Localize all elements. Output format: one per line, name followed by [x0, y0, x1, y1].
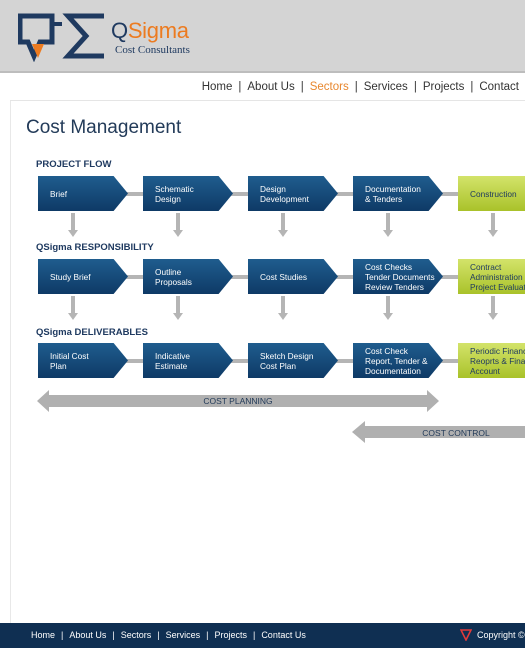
site-footer: Home| About Us| Sectors| Services| Proje…: [0, 623, 525, 648]
page-title: Cost Management: [26, 117, 182, 138]
flow-connector: [332, 275, 359, 279]
down-arrow-icon: [488, 213, 498, 237]
nav-projects[interactable]: Projects: [422, 81, 465, 93]
cost-planning-arrow: [37, 390, 439, 412]
step-label: Brief: [50, 188, 68, 199]
nav-contact[interactable]: Contact: [479, 81, 519, 93]
footer-home[interactable]: Home: [31, 630, 56, 640]
footer-services[interactable]: Services: [165, 630, 201, 640]
footer-projects[interactable]: Projects: [214, 630, 247, 640]
flow-connector: [437, 192, 464, 196]
footer-about-us[interactable]: About Us: [69, 630, 107, 640]
nav-about-us[interactable]: About Us: [247, 81, 295, 93]
footer-logo-icon: [460, 629, 472, 641]
step-box-responsibility-3: Cost Studies: [248, 259, 338, 294]
footer-sectors[interactable]: Sectors: [120, 630, 152, 640]
down-arrow-icon: [68, 296, 78, 320]
step-box-responsibility-1: Study Brief: [38, 259, 128, 294]
logo-wordmark[interactable]: QSigma: [111, 18, 189, 44]
flow-connector: [227, 275, 254, 279]
flow-connector: [227, 359, 254, 363]
logo-subtitle: Cost Consultants: [115, 44, 190, 56]
flow-connector: [122, 359, 149, 363]
main-navigation-bar: Home| About Us| Sectors| Services| Proje…: [10, 75, 525, 101]
down-arrow-icon: [68, 213, 78, 237]
flow-connector: [332, 359, 359, 363]
step-box-flow-5: Construction: [458, 176, 525, 211]
flow-connector: [122, 275, 149, 279]
cost-control-label: COST CONTROL: [422, 428, 490, 438]
down-arrow-icon: [488, 296, 498, 320]
main-nav: Home| About Us| Sectors| Services| Proje…: [196, 81, 525, 93]
down-arrow-icon: [383, 213, 393, 237]
flow-connector: [332, 192, 359, 196]
section-label-deliverables: QSigma DELIVERABLES: [36, 327, 148, 338]
step-label: Construction: [470, 188, 517, 199]
nav-services[interactable]: Services: [363, 81, 408, 93]
content-left-border: [10, 101, 11, 623]
step-label: Cost Studies: [260, 271, 308, 282]
step-box-flow-4: Documentation& Tenders: [353, 176, 443, 211]
flow-connector: [437, 359, 464, 363]
cost-control-arrow: [352, 421, 525, 443]
down-arrow-icon: [383, 296, 393, 320]
step-box-flow-1: Brief: [38, 176, 128, 211]
site-header: QSigma Cost Consultants: [0, 0, 525, 73]
step-label: Study Brief: [50, 271, 91, 282]
section-label-project-flow: PROJECT FLOW: [36, 159, 112, 170]
nav-sectors[interactable]: Sectors: [309, 81, 349, 93]
footer-nav: Home| About Us| Sectors| Services| Proje…: [31, 630, 306, 640]
cost-planning-label: COST PLANNING: [203, 396, 273, 406]
section-label-responsibility: QSigma RESPONSIBILITY: [36, 242, 154, 253]
flow-connector: [437, 275, 464, 279]
down-arrow-icon: [278, 213, 288, 237]
step-label: Documentation& Tenders: [365, 183, 421, 204]
logo-wordmark-q: Q: [111, 18, 128, 43]
down-arrow-icon: [173, 213, 183, 237]
down-arrow-icon: [278, 296, 288, 320]
copyright-text: Copyright ©: [477, 630, 525, 640]
flow-connector: [122, 192, 149, 196]
qsigma-logo-icon[interactable]: [18, 12, 108, 62]
flow-connector: [227, 192, 254, 196]
nav-home[interactable]: Home: [201, 81, 233, 93]
down-arrow-icon: [173, 296, 183, 320]
footer-contact-us[interactable]: Contact Us: [261, 630, 306, 640]
logo-wordmark-sigma: Sigma: [127, 18, 189, 43]
